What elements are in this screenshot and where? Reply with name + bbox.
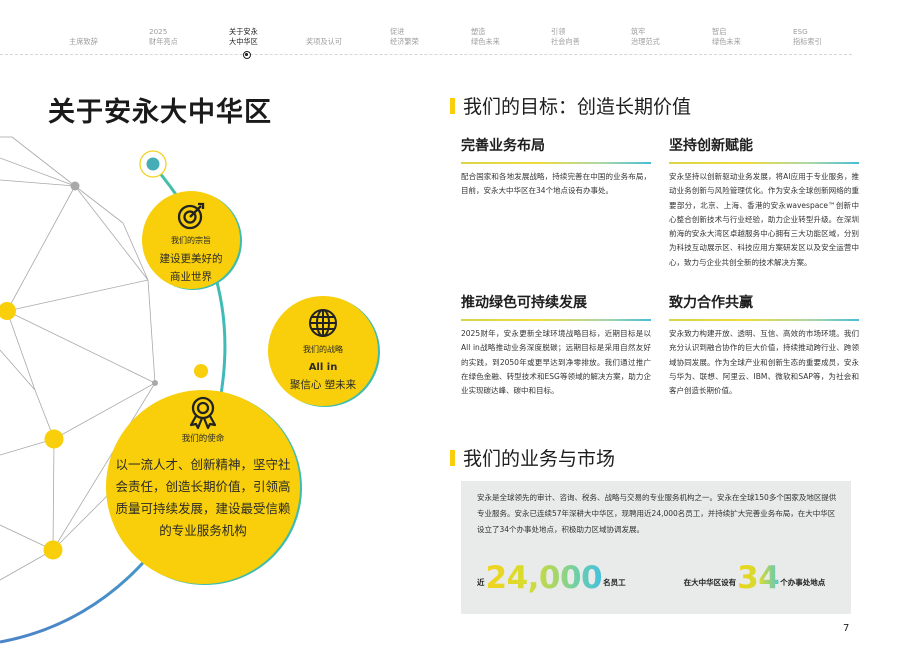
goal-card-sustainability: 推动绿色可持续发展 2025财年，安永更新全球环境战略目标，近期目标是以All …	[461, 293, 651, 398]
business-heading: 我们的业务与市场	[450, 444, 615, 471]
business-text: 安永是全球领先的审计、咨询、税务、战略与交易的专业服务机构之一。安永在全球150…	[477, 493, 837, 534]
globe-icon	[309, 309, 337, 337]
active-nav-marker-icon	[243, 51, 251, 59]
award-ribbon-icon	[189, 396, 217, 430]
nav-item-economic-prosperity[interactable]: 促进 经济繁荣	[390, 27, 419, 46]
heading-accent-bar	[450, 97, 455, 114]
strategy-name: All in	[308, 362, 338, 373]
goal-card-text: 安永坚持以创新驱动业务发展，将AI应用于专业服务，推动业务创新与风险管理优化。作…	[669, 172, 859, 267]
strategy-slogan: 聚信心 塑未来	[289, 379, 357, 391]
employees-count: 24,000	[485, 560, 603, 596]
goal-card-collaboration: 致力合作共赢 安永致力构建开放、透明、互信、高效的市场环境。我们充分认识到融合协…	[669, 293, 859, 398]
heading-accent-bar	[450, 449, 455, 466]
page-number: 7	[843, 623, 850, 634]
gradient-underline	[669, 162, 859, 164]
page-title: 关于安永大中华区	[48, 97, 272, 128]
business-stats: 近 24,000 名员工 在大中华区设有 34 个办事处地点	[477, 561, 825, 595]
nav-divider	[0, 54, 852, 55]
business-panel: 安永是全球领先的审计、咨询、税务、战略与交易的专业服务机构之一。安永在全球150…	[461, 481, 851, 614]
target-icon	[177, 202, 205, 230]
purpose-text: 建设更美好的 商业世界	[159, 253, 223, 283]
nav-item-green-future[interactable]: 塑造 绿色未来	[471, 27, 500, 46]
gradient-underline	[669, 319, 859, 321]
nav-item-awards[interactable]: 奖项及认可	[306, 37, 342, 46]
top-navigation: 主席致辞 2025 财年亮点 关于安永 大中华区 奖项及认可 促进 经济繁荣 塑…	[0, 0, 898, 60]
goal-card-business-layout: 完善业务布局 配合国家和各地发展战略，持续完善在中国的业务布局，目前，安永大中华…	[461, 136, 651, 199]
gradient-underline	[461, 319, 651, 321]
goal-card-innovation: 坚持创新赋能 安永坚持以创新驱动业务发展，将AI应用于专业服务，推动业务创新与风…	[669, 136, 859, 270]
gradient-underline	[461, 162, 651, 164]
mission-text: 以一流人才、创新精神，坚守社会责任，创造长期价值，引领高质量可持续发展，建设最受…	[115, 457, 291, 538]
offices-count: 34	[737, 560, 780, 596]
nav-item-esg-index[interactable]: ESG 指标索引	[793, 27, 822, 46]
purpose-bubble: 我们的宗旨 建设更美好的 商业世界	[142, 191, 240, 289]
nav-item-smart-green-future[interactable]: 智启 绿色未来	[712, 27, 741, 46]
goal-card-title: 推动绿色可持续发展	[461, 295, 587, 311]
nav-item-chairman-message[interactable]: 主席致辞	[69, 37, 98, 46]
offices-prefix: 在大中华区设有	[683, 578, 737, 587]
nav-item-governance[interactable]: 筑牢 治理范式	[631, 27, 660, 46]
employees-prefix: 近	[477, 578, 485, 587]
employees-suffix: 名员工	[603, 578, 626, 587]
purpose-caption: 我们的宗旨	[171, 236, 211, 245]
nav-item-social-good[interactable]: 引领 社会向善	[551, 27, 580, 46]
mission-bubble: 我们的使命 以一流人才、创新精神，坚守社会责任，创造长期价值，引领高质量可持续发…	[106, 390, 300, 584]
goal-card-text: 配合国家和各地发展战略，持续完善在中国的业务布局，目前，安永大中华区在34个地点…	[461, 172, 651, 196]
nav-item-fy-highlights[interactable]: 2025 财年亮点	[149, 27, 178, 46]
goal-card-title: 坚持创新赋能	[669, 138, 753, 154]
goal-card-title: 完善业务布局	[461, 138, 545, 154]
nav-item-about-ey-gc[interactable]: 关于安永 大中华区	[229, 27, 258, 46]
offices-suffix: 个办事处地点	[780, 578, 826, 587]
strategy-caption: 我们的战略	[303, 345, 343, 354]
mission-caption: 我们的使命	[181, 434, 225, 444]
goal-card-text: 安永致力构建开放、透明、互信、高效的市场环境。我们充分认识到融合协作的巨大价值，…	[669, 329, 859, 396]
goal-card-title: 致力合作共赢	[669, 295, 753, 311]
goal-card-text: 2025财年，安永更新全球环境战略目标，近期目标是以All in战略推动业务深度…	[461, 329, 651, 396]
strategy-bubble: 我们的战略 All in 聚信心 塑未来	[268, 296, 378, 406]
goals-heading: 我们的目标：创造长期价值	[450, 92, 691, 119]
